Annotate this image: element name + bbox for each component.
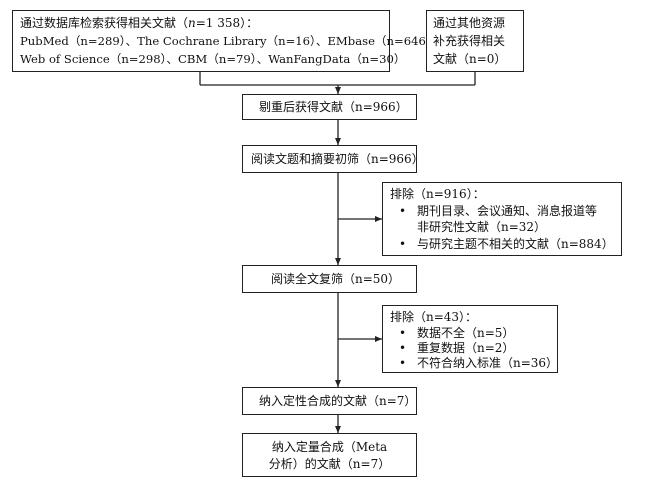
database-sources-line2: Web of Science（n=298）、CBM（n=79）、WanFangD… [20, 52, 406, 66]
database-total-suffix: =1 358）： [195, 16, 259, 30]
dedup-box: 剔重后获得文献（n=966） [242, 94, 417, 120]
exclusion-1-item1-line2: 非研究性文献（n=32） [417, 220, 547, 234]
exclusion-2-item2: 重复数据（n=2） [417, 341, 515, 355]
abstract-screening-label: 阅读文题和摘要初筛（n=966） [251, 152, 424, 166]
full-text-box: 阅读全文复筛（n=50） [242, 265, 417, 293]
full-text-label: 阅读全文复筛（n=50） [271, 272, 401, 286]
database-total-n: n [188, 16, 196, 30]
database-sources-line1: PubMed（n=289）、The Cochrane Library（n=16）… [20, 34, 444, 48]
bullet-icon: • [399, 326, 407, 340]
other-sources-box: 通过其他资源 补充获得相关 文献（n=0） [426, 10, 524, 72]
quantitative-synthesis-line1: 纳入定量合成（Meta [271, 440, 388, 454]
qualitative-synthesis-box: 纳入定性合成的文献（n=7） [242, 387, 417, 415]
dedup-label: 剔重后获得文献（n=966） [259, 100, 408, 114]
bullet-icon: • [399, 356, 407, 370]
quantitative-synthesis-line2: 分析）的文献（n=7） [268, 457, 391, 471]
other-sources-line3: 文献（n=0） [433, 52, 507, 66]
exclusion-1-item2: 与研究主题不相关的文献（n=884） [417, 237, 614, 251]
bullet-icon: • [399, 341, 407, 355]
database-total-prefix: 通过数据库检索获得相关文献（ [20, 16, 189, 30]
exclusion-2-item3: 不符合纳入标准（n=36） [417, 356, 559, 370]
abstract-screening-box: 阅读文题和摘要初筛（n=966） [242, 145, 424, 173]
bullet-icon: • [399, 204, 407, 218]
other-sources-line1: 通过其他资源 [433, 16, 506, 30]
exclusion-1-item1-line1: 期刊目录、会议通知、消息报道等 [417, 204, 598, 218]
database-total-line: 通过数据库检索获得相关文献（n=1 358）： [20, 15, 258, 31]
qualitative-synthesis-label: 纳入定性合成的文献（n=7） [259, 394, 417, 408]
quantitative-synthesis-box: 纳入定量合成（Meta 分析）的文献（n=7） [242, 433, 417, 477]
bullet-icon: • [399, 237, 407, 251]
exclusion-1-title: 排除（n=916）： [390, 187, 485, 201]
exclusion-2-item1: 数据不全（n=5） [417, 326, 515, 340]
exclusion-box-1: 排除（n=916）： • 期刊目录、会议通知、消息报道等 非研究性文献（n=32… [382, 182, 622, 256]
exclusion-2-title: 排除（n=43）： [390, 310, 478, 324]
exclusion-box-2: 排除（n=43）： • 数据不全（n=5） • 重复数据（n=2） • 不符合纳… [382, 305, 558, 373]
database-search-box: 通过数据库检索获得相关文献（n=1 358）： PubMed（n=289）、Th… [12, 10, 443, 72]
other-sources-line2: 补充获得相关 [433, 34, 506, 48]
